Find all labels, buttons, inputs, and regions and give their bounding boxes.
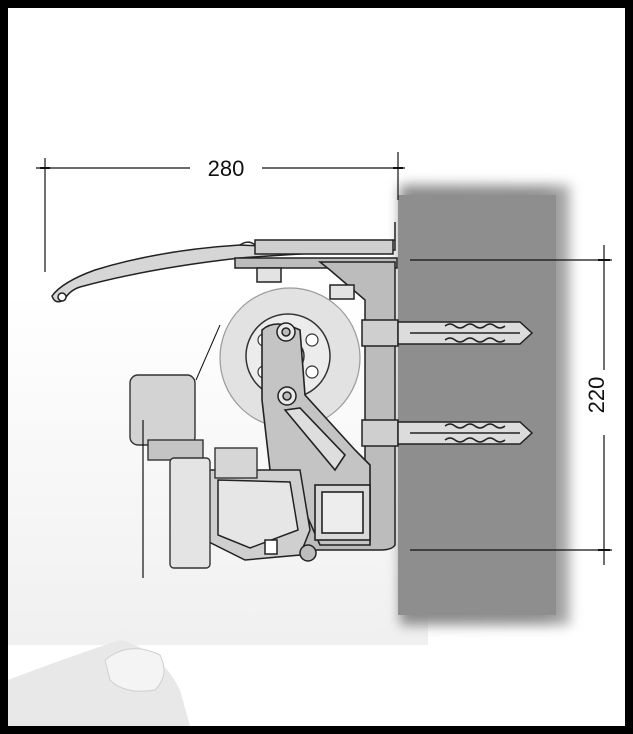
lower-bracket	[204, 469, 317, 562]
drawing-panel: 280 220	[8, 8, 625, 726]
width-dimension	[36, 152, 405, 272]
motor-housing	[129, 374, 258, 569]
background-object-highlight	[104, 648, 165, 692]
top-bolts	[256, 267, 355, 300]
awning-bracket-drawing: 280 220	[8, 152, 612, 726]
fabric-line-upper	[195, 324, 221, 381]
wall-anchor-upper	[361, 319, 534, 347]
support-arm	[261, 323, 371, 546]
height-dimension	[410, 245, 612, 565]
height-dimension-label: 220	[584, 377, 609, 414]
wall	[398, 185, 570, 625]
background-object	[8, 640, 190, 726]
wall-anchor-lower	[361, 419, 534, 447]
width-dimension-label: 280	[208, 156, 245, 181]
